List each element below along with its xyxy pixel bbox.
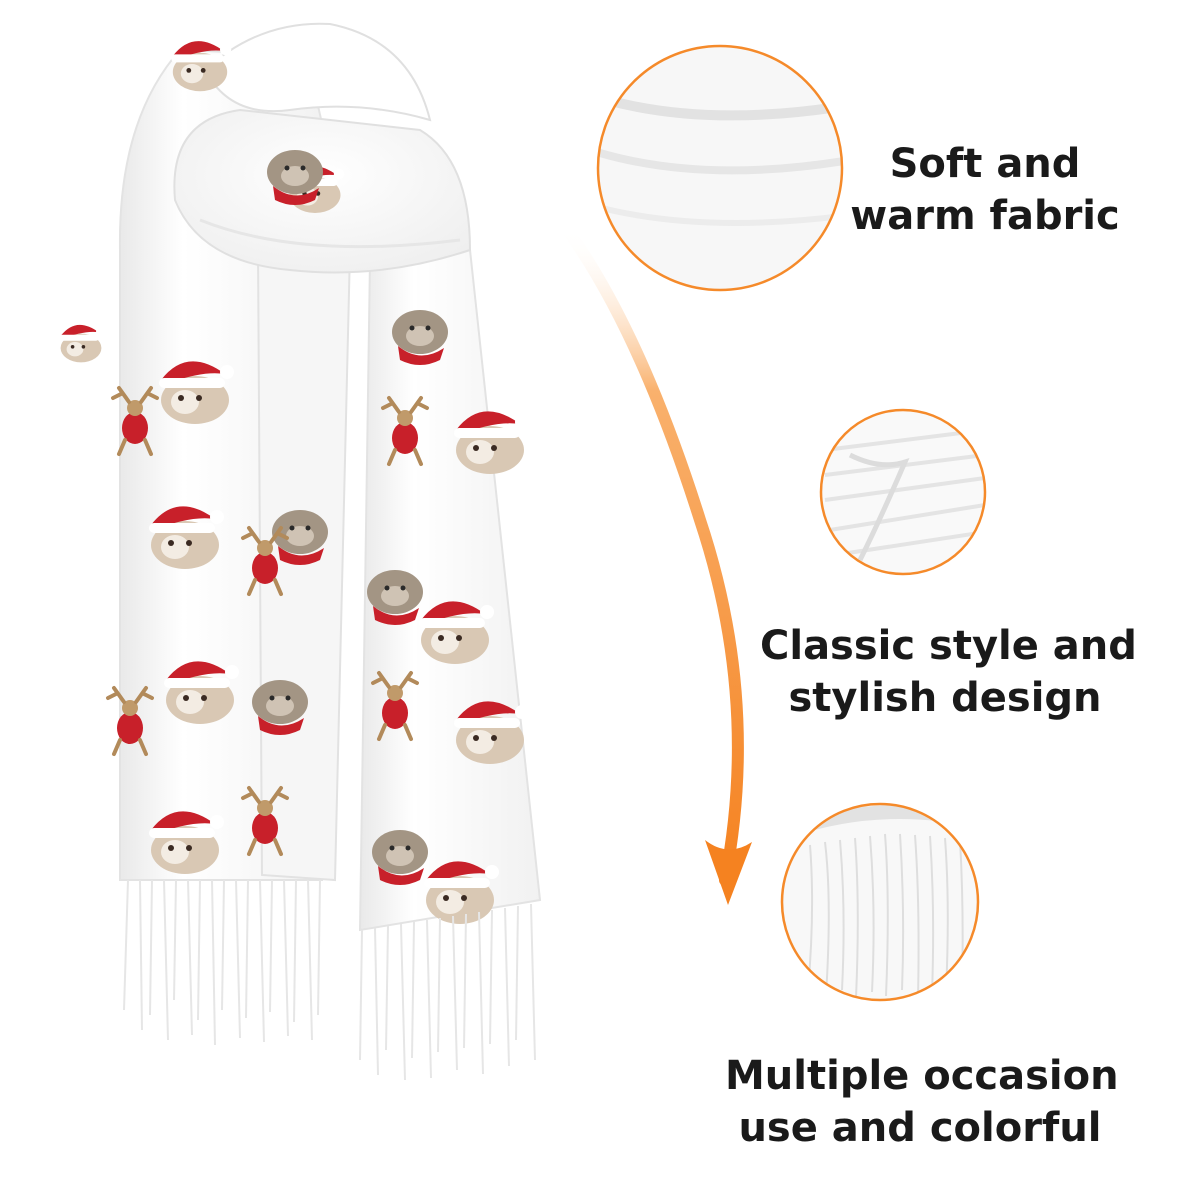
feature-line: stylish design xyxy=(788,675,1102,721)
feature-line: Soft and xyxy=(889,141,1081,187)
scarf-image xyxy=(59,22,542,1081)
feature-line: warm fabric xyxy=(850,193,1120,239)
feature-line: Classic style and xyxy=(760,623,1137,669)
feature-line: use and colorful xyxy=(738,1105,1102,1151)
feature-classic-style: Classic style and stylish design xyxy=(760,620,1137,724)
fringe-left xyxy=(123,879,321,1046)
feature-soft-fabric: Soft and warm fabric xyxy=(845,138,1125,242)
feature-line: Multiple occasion xyxy=(725,1053,1119,1099)
curved-down-arrow-icon xyxy=(560,222,752,905)
feature-multiple-occasion: Multiple occasion use and colorful xyxy=(725,1050,1119,1154)
folded-fabric-closeup-icon xyxy=(819,408,987,576)
fringe-right xyxy=(359,903,536,1081)
soft-fabric-closeup-icon xyxy=(596,44,844,292)
tassel-fringe-closeup-icon xyxy=(780,802,980,1002)
